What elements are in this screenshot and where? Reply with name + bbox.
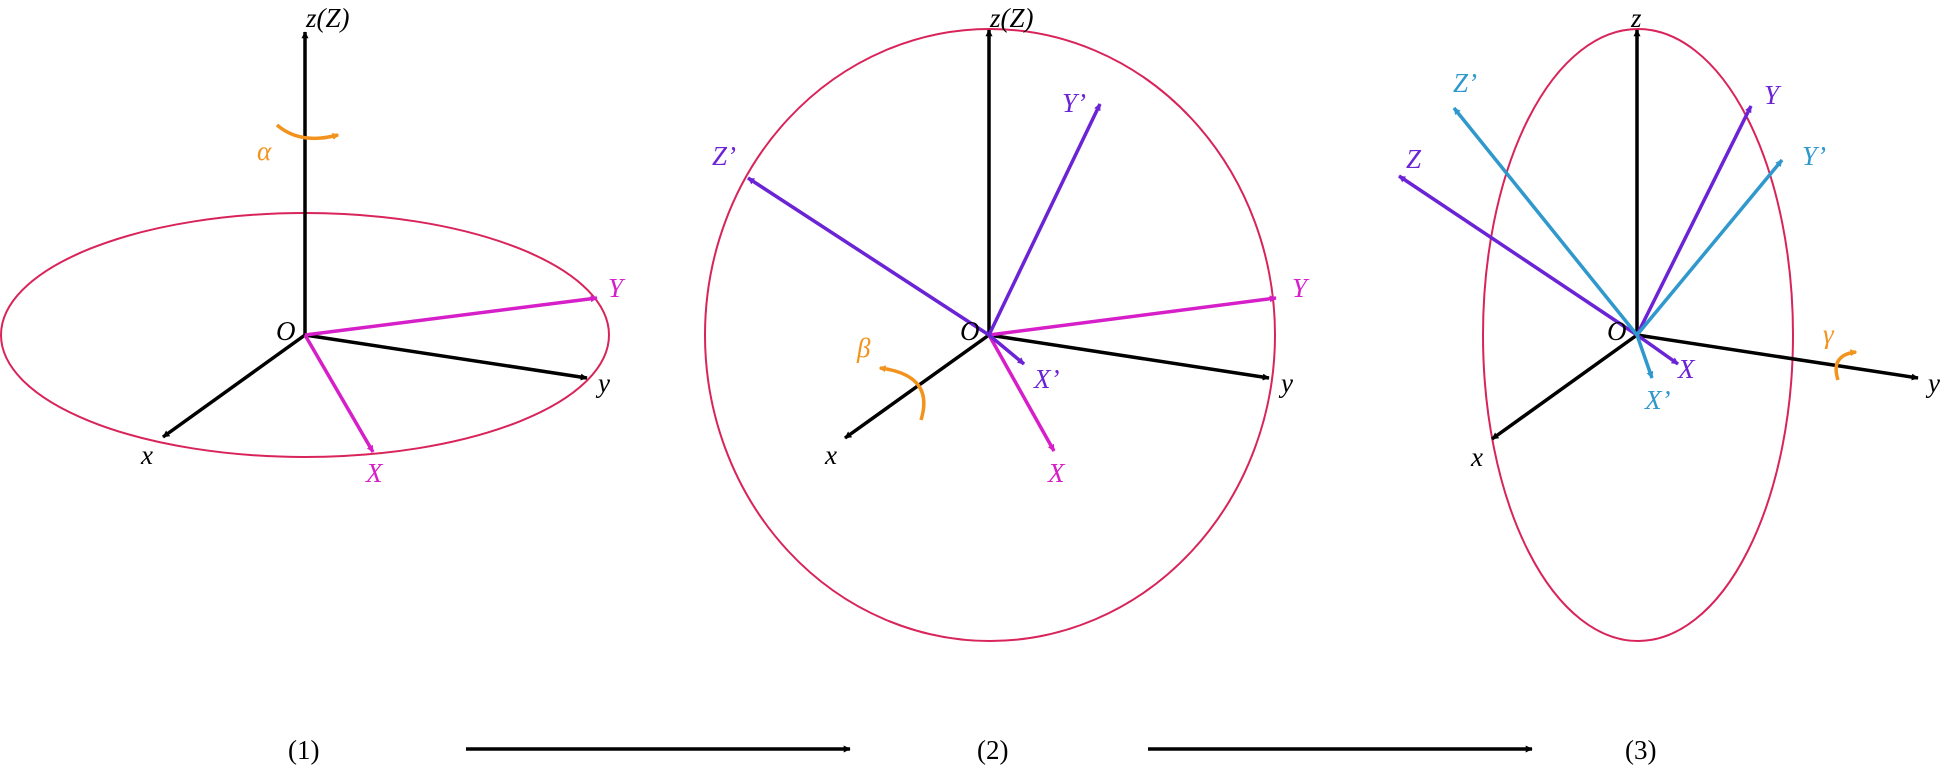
panel1-Y-label: Y (608, 273, 626, 303)
panel2-z-label: z(Z) (989, 3, 1034, 33)
panel1-origin-label: O (276, 316, 296, 346)
panel2-Xprime-label: X’ (1033, 364, 1059, 394)
panel2-rotation-ellipse (704, 28, 1276, 642)
panel-1: z(Z) x y O X Y α (0, 3, 626, 488)
panel3-Yprime-label: Y’ (1802, 141, 1826, 171)
panel-3: z x y O X Y Z X’ Y’ Z’ γ (1398, 3, 1940, 642)
panel1-X-label: X (365, 458, 384, 488)
panel2-y-label: y (1278, 368, 1293, 398)
panel1-alpha-label: α (257, 136, 272, 166)
panel3-x-axis (1490, 333, 1639, 441)
caption-2: (2) (977, 735, 1008, 765)
panel3-Zprime-label: Z’ (1453, 68, 1477, 98)
panel3-Y-label: Y (1764, 80, 1782, 110)
panel2-beta-label: β (856, 333, 871, 363)
panel1-rotated-Y-arrow (304, 295, 598, 337)
panel2-Zprime-label: Z’ (712, 141, 736, 171)
panel2-Xprime-arrow (987, 333, 1026, 366)
panel3-y-axis (1636, 333, 1919, 381)
panel3-X-label: X (1677, 354, 1696, 384)
panel2-beta-rotation-arrow (878, 365, 926, 421)
panel2-x-axis (843, 333, 991, 440)
panel3-X-arrow (1635, 333, 1680, 366)
panel3-y-label: y (1925, 368, 1940, 398)
panel3-z-label: z (1630, 3, 1642, 33)
panel2-x-label: x (824, 440, 837, 470)
panel3-gamma-rotation-arrow (1834, 349, 1858, 381)
panel3-x-label: x (1470, 442, 1483, 472)
caption-1: (1) (288, 735, 319, 765)
panel2-X-label: X (1047, 458, 1066, 488)
panel1-x-axis (161, 333, 307, 439)
panel2-Yprime-label: Y’ (1062, 88, 1086, 118)
panel3-rotation-ellipse (1482, 28, 1794, 642)
panel2-Yprime-arrow (987, 103, 1102, 336)
panel3-Yprime-arrow (1635, 158, 1784, 337)
panel3-Z-label: Z (1406, 144, 1422, 174)
panel2-Y-arrow (988, 295, 1277, 337)
panel1-x-label: x (140, 440, 153, 470)
panel2-origin-label: O (960, 316, 980, 346)
panel3-gamma-label: γ (1823, 319, 1835, 349)
panel2-Zprime-arrow (747, 176, 990, 337)
panel3-Y-arrow (1635, 105, 1753, 336)
panel1-rotated-X-arrow (303, 334, 375, 453)
panel3-Xprime-label: X’ (1644, 385, 1670, 415)
panel3-origin-label: O (1607, 316, 1627, 346)
panel-2: z(Z) x y O X Y X’ Y’ Z’ β (704, 3, 1310, 642)
panel3-Zprime-arrow (1452, 106, 1639, 337)
panel1-alpha-rotation-arrow (275, 123, 340, 141)
captions: (1) (2) (3) (288, 735, 1656, 765)
panel1-z-label: z(Z) (305, 3, 350, 33)
panel3-Z-arrow (1398, 174, 1638, 337)
panel1-y-label: y (595, 368, 610, 398)
panel2-X-arrow (987, 334, 1056, 452)
panel1-y-axis (304, 333, 588, 381)
panel2-Y-label: Y (1292, 273, 1310, 303)
panel3-Xprime-arrow (1635, 334, 1654, 379)
caption-3: (3) (1625, 735, 1656, 765)
panel2-y-axis (988, 333, 1270, 381)
